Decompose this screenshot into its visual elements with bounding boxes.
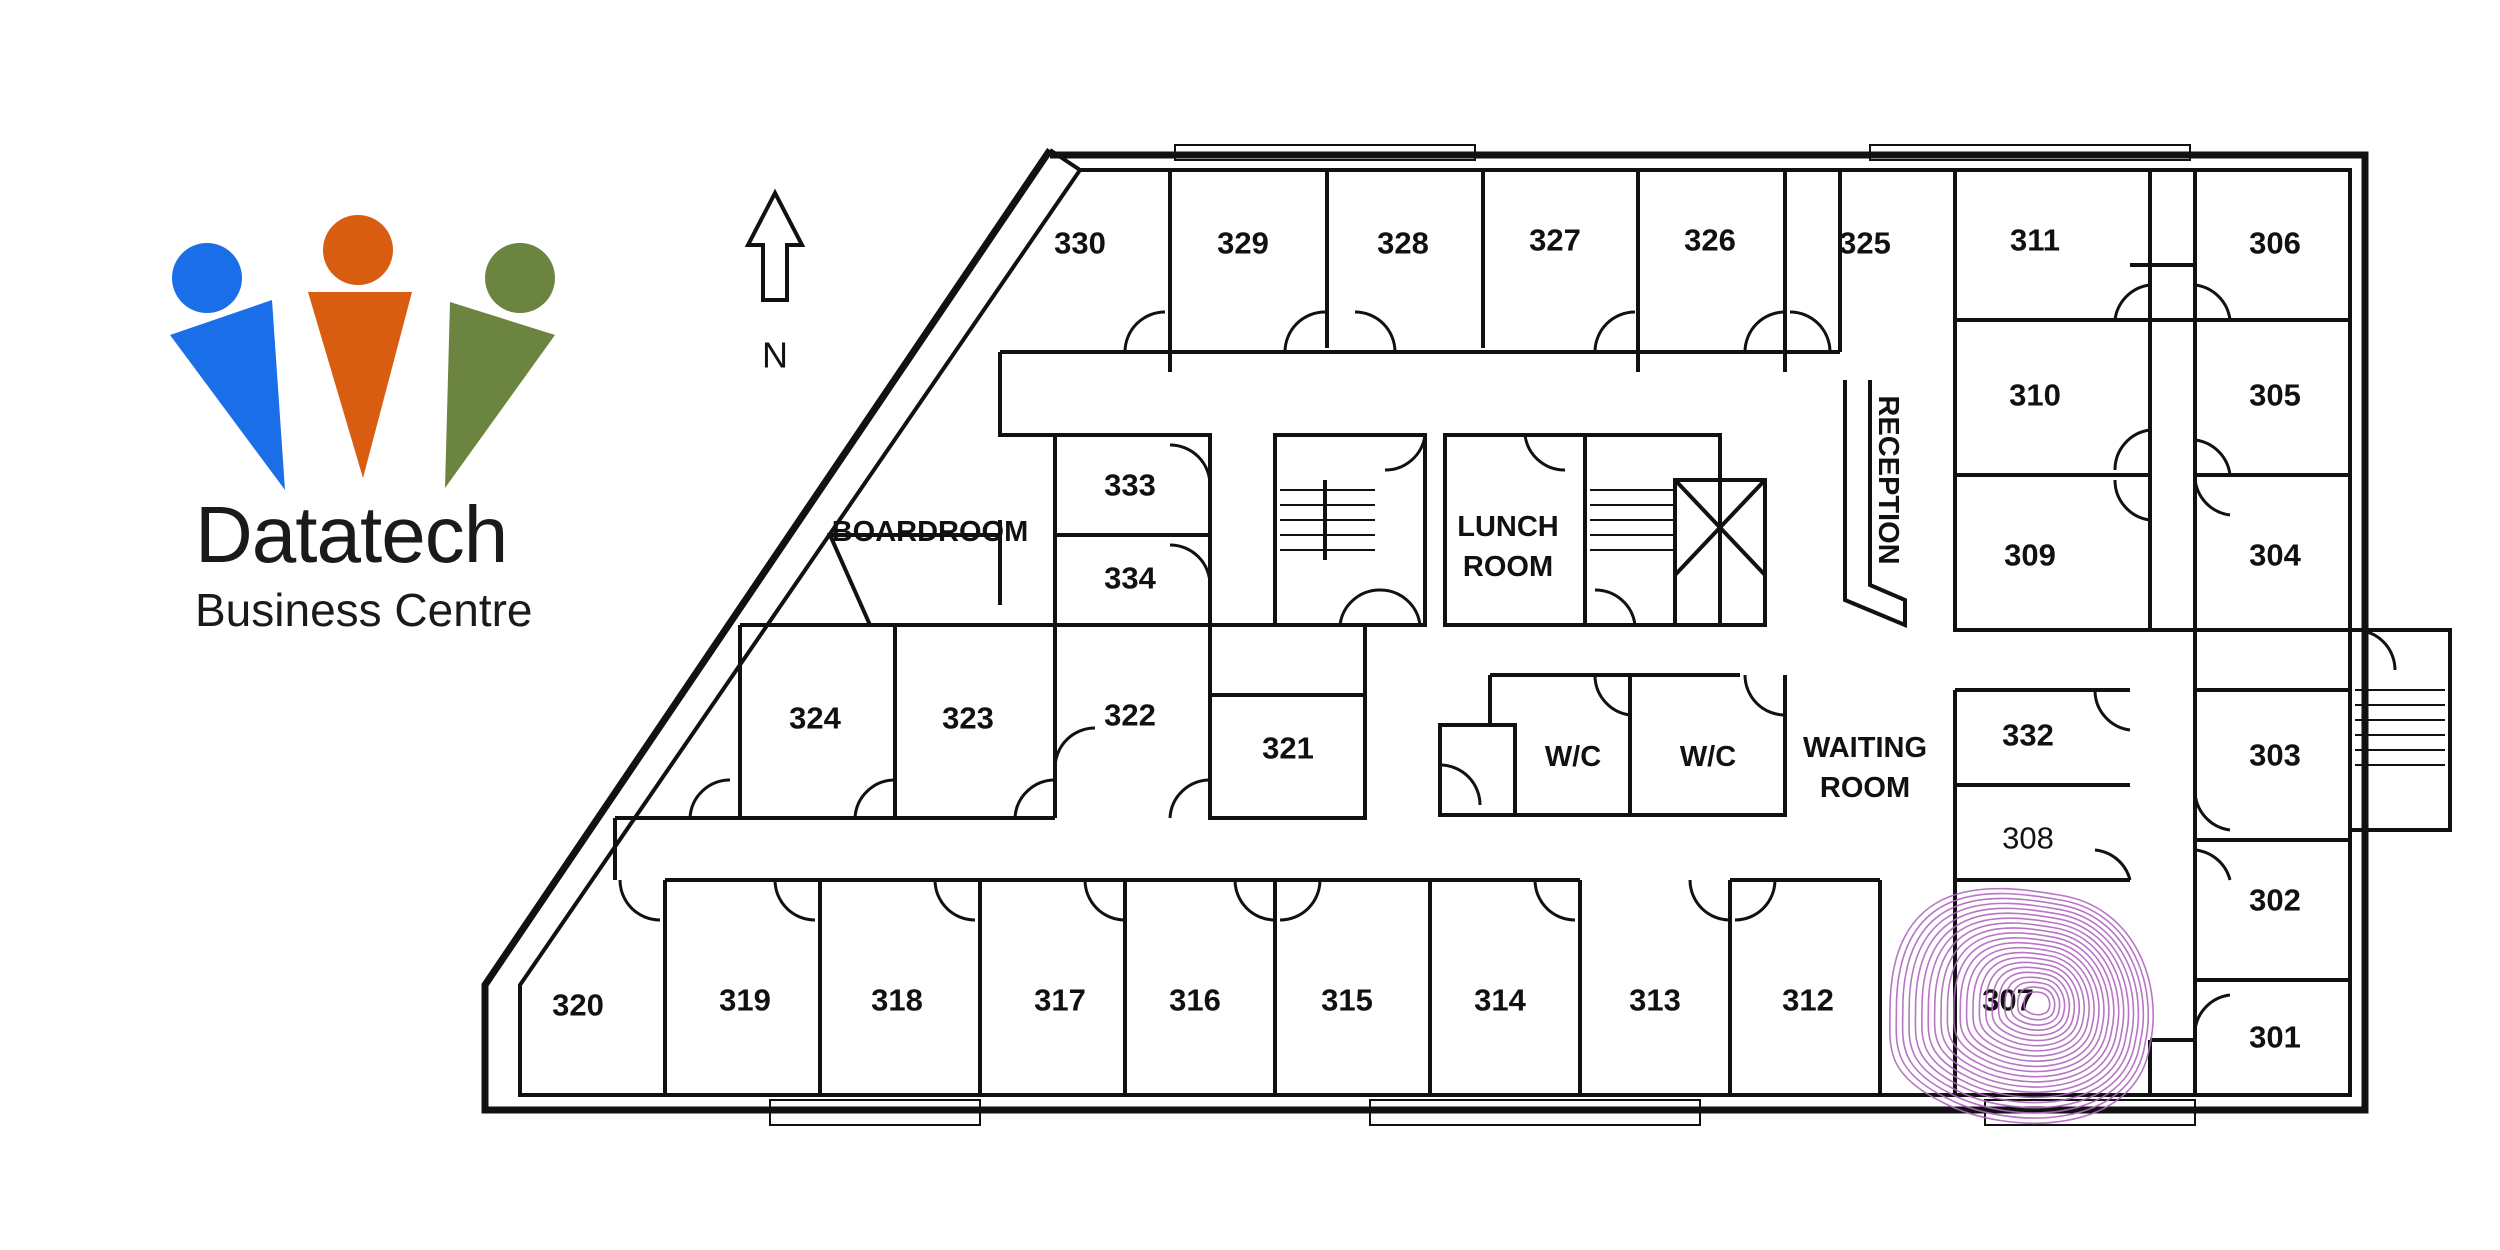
- stairs-east: [2348, 628, 2452, 832]
- area-labels: BOARDROOM LUNCH ROOM RECEPTION W/C W/C W…: [832, 395, 1927, 804]
- reception-desk: [1843, 380, 1907, 628]
- room-304: 304: [2249, 538, 2301, 573]
- marker-contour: [1901, 897, 2145, 1114]
- room-334: 334: [1104, 561, 1156, 596]
- marker-contour: [1895, 892, 2149, 1119]
- north-arrow-icon: [744, 188, 806, 302]
- wc-label-1: W/C: [1545, 741, 1601, 773]
- location-marker-icon: [1888, 887, 2154, 1125]
- room-labels: 330 329 328 327 326 325 311 306 310 305 …: [552, 223, 2301, 1055]
- central-block: [615, 352, 1367, 820]
- logo-green-body: [445, 302, 555, 488]
- marker-contour: [2010, 981, 2061, 1026]
- marker-contour: [1984, 961, 2080, 1047]
- room-313: 313: [1629, 983, 1681, 1018]
- marker-contour: [1908, 902, 2140, 1109]
- east-offices: [1953, 170, 2352, 1095]
- brand-name: Datatech: [195, 490, 508, 579]
- room-318: 318: [871, 983, 923, 1018]
- room-330: 330: [1054, 226, 1106, 261]
- stairs-central: [1590, 489, 1675, 551]
- room-326: 326: [1684, 223, 1736, 258]
- marker-contour: [1946, 932, 2110, 1078]
- logo-orange-body: [308, 292, 412, 478]
- marker-contour: [2016, 986, 2056, 1021]
- marker-contour: [1933, 922, 2120, 1088]
- reception-label: RECEPTION: [1872, 395, 1904, 564]
- marker-contour: [2004, 976, 2066, 1031]
- marker-contour: [1965, 946, 2095, 1062]
- room-310: 310: [2009, 378, 2061, 413]
- east-lower-offices: [1953, 628, 2452, 1095]
- marker-contour: [1991, 966, 2076, 1042]
- room-311: 311: [2010, 223, 2060, 258]
- room-308: 308: [2002, 821, 2054, 856]
- waiting-room-label-2: ROOM: [1820, 772, 1910, 804]
- room-333: 333: [1104, 468, 1156, 503]
- logo-blue-body: [170, 300, 285, 490]
- marker-contour: [1972, 951, 2090, 1057]
- north-label: N: [762, 335, 788, 376]
- north-offices: [1000, 170, 1842, 372]
- marker-contour: [1888, 887, 2154, 1125]
- marker-contour: [1978, 956, 2085, 1052]
- room-322: 322: [1104, 698, 1156, 733]
- marker-contour: [1952, 937, 2105, 1073]
- room-301: 301: [2249, 1020, 2301, 1055]
- room-303: 303: [2249, 738, 2301, 773]
- wc-label-2: W/C: [1680, 741, 1736, 773]
- marker-contour: [1959, 941, 2100, 1068]
- room-328: 328: [1377, 226, 1429, 261]
- room-315: 315: [1321, 983, 1373, 1018]
- room-321: 321: [1262, 731, 1314, 766]
- marker-contour: [1940, 927, 2115, 1083]
- room-317: 317: [1034, 983, 1086, 1018]
- room-329: 329: [1217, 226, 1269, 261]
- room-324: 324: [789, 701, 841, 736]
- south-offices: [613, 818, 1957, 1095]
- washrooms: [1438, 673, 1787, 817]
- brand-subtitle: Business Centre: [195, 584, 533, 636]
- room-320: 320: [552, 988, 604, 1023]
- marker-contour: [2023, 991, 2051, 1016]
- room-305: 305: [2249, 378, 2301, 413]
- room-306: 306: [2249, 226, 2301, 261]
- marker-contour: [1997, 971, 2071, 1037]
- room-312: 312: [1782, 983, 1834, 1018]
- boardroom-label: BOARDROOM: [832, 516, 1029, 548]
- room-302: 302: [2249, 883, 2301, 918]
- lunch-room-label-1: LUNCH: [1457, 511, 1559, 543]
- room-314: 314: [1474, 983, 1526, 1018]
- logo-blue-head: [172, 243, 242, 313]
- room-309: 309: [2004, 538, 2056, 573]
- datatech-logo: [170, 215, 555, 490]
- core-services: [1273, 433, 1767, 627]
- waiting-room-label-1: WAITING: [1803, 732, 1927, 764]
- marker-contour: [1914, 907, 2135, 1104]
- room-323: 323: [942, 701, 994, 736]
- room-316: 316: [1169, 983, 1221, 1018]
- room-319: 319: [719, 983, 771, 1018]
- logo-orange-head: [323, 215, 393, 285]
- marker-contour: [1920, 912, 2130, 1099]
- room-327: 327: [1529, 223, 1581, 258]
- marker-contour: [1927, 917, 2125, 1093]
- logo-green-head: [485, 243, 555, 313]
- room-325: 325: [1839, 226, 1891, 261]
- lunch-room-label-2: ROOM: [1463, 551, 1553, 583]
- room-332: 332: [2002, 718, 2054, 753]
- outer-walls: [481, 144, 2369, 1126]
- stairs-west: [1280, 480, 1375, 560]
